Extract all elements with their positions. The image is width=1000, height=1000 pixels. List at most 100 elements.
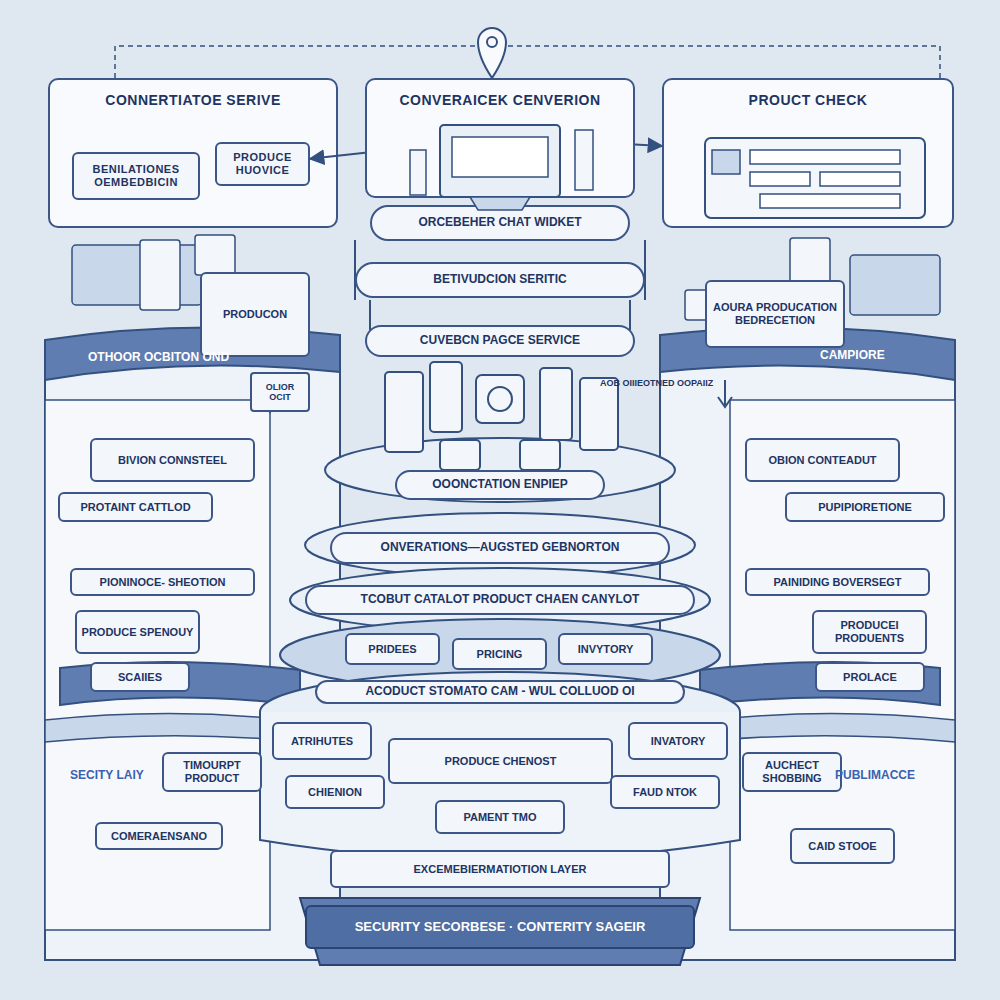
hub-icon [476,375,524,423]
node-text: PRODUCE HUOVICE [221,151,304,176]
process-box: PRODUCE SPENOUY [75,610,200,654]
process-box: PROTAINT CATTLOD [58,492,213,522]
blue-band [700,662,940,705]
side-structure [660,345,955,960]
node-text: COMERAENSANO [111,830,207,843]
process-box: OBION CONTEADUT [745,438,900,482]
service-panel: CONVERAICEK CENVERION [365,78,635,198]
layer-band: TCOBUT CATALOT PRODUCT CHAEN CANYLOT [305,585,695,615]
process-box: FAUD NTOK [610,775,720,809]
node-text: PUPIPIORETIONE [818,501,912,514]
node-text: OOONCTATION ENPIEP [432,478,568,492]
node-text: ONVERATIONS—AUGSTED GEBNORTON [381,541,620,555]
process-box: PAINIDING BOVERSEGT [745,568,930,596]
node-text: BIVION CONNSTEEL [118,454,227,467]
server-icon [520,440,560,470]
node-text: PIONINOCE- SHEOTION [100,576,226,589]
process-box: ATRIHUTES [272,722,372,760]
process-box: EXCEMEBIERMATIOTION LAYER [330,850,670,888]
cylinder-layer [290,568,710,632]
process-box: PRICING [452,638,547,670]
arrow-connector [635,145,662,146]
layer-band: BETIVUDCION SERITIC [355,262,645,298]
node-text: CONVERAICEK CENVERION [399,92,600,108]
arrow-connector [310,153,365,159]
base-block [300,898,700,965]
process-box: PROLACE [815,662,925,692]
node-text: ATRIHUTES [291,735,353,748]
node-text: BETIVUDCION SERITIC [433,273,566,287]
process-box: COMERAENSANO [95,822,223,850]
small-tag: OLIOR OCIT [250,372,310,412]
layer-band: ONVERATIONS—AUGSTED GEBNORTON [330,532,670,564]
location-pin [478,28,506,78]
node-text: SECURITY SECORBESE · CONTERITY SAGEIR [355,920,646,935]
cylinder-layer [325,438,675,502]
monitor-icon [440,125,560,197]
node-text: EXCEMEBIERMATIOTION LAYER [414,863,587,876]
server-icon [410,150,426,195]
monitor-stand [470,197,530,210]
dashed-line [508,46,940,78]
service-panel: CONNERTIATOE SERIVE BENILATIONES OEMBEDBI… [48,78,338,228]
node-text: ORCEBEHER CHAT WIDKET [418,216,581,230]
node-text: INVYTORY [578,643,634,656]
server-icon [540,368,572,440]
blue-band [60,662,300,705]
monitor-screen [452,137,548,177]
node-text: AOURA PRODUCATION BEDRECETION [711,301,839,326]
node-text: ACODUCT STOMATO CAM - WUL COLLUOD OI [365,685,634,699]
server-icon [385,372,423,452]
layer-band: OOONCTATION ENPIEP [395,470,605,500]
node-text: PRODUCEI PRODUENTS [818,619,921,644]
process-box: CAID STOOE [790,828,895,864]
free-label: SECITY LAIY [70,768,144,782]
process-box: INVYTORY [558,633,653,665]
server-box [195,235,235,275]
node-text: CUVEBCN PAGCE SERVICE [420,334,580,348]
node-text: PRODUCON [223,308,287,321]
node-text: PAMENT TMO [463,811,536,824]
process-box: PUPIPIORETIONE [785,492,945,522]
process-box: SCAIIES [90,662,190,692]
process-box: PRODUCE HUOVICE [215,142,310,186]
side-panel [45,400,270,930]
window-icon [712,150,740,174]
window-field [760,194,900,208]
node-text: PRICING [477,648,523,661]
product-box [72,245,202,305]
node-text: PRODUCE CHENOST [445,755,557,768]
node-text: TIMOURPT PRODUCT [168,759,256,784]
hub-icon [488,387,512,411]
side-panel [730,400,955,930]
window-field [820,172,900,186]
node-text: BENILATIONES OEMBEDBICIN [78,163,194,188]
process-box: PRODUCON [200,272,310,357]
service-panel: PROUCT CHECK [662,78,954,228]
process-box: PRODUCE CHENOST [388,738,613,784]
node-text: PRODUCE SPENOUY [82,626,194,639]
process-box: TIMOURPT PRODUCT [162,752,262,792]
node-text: AUCHECT SHOBBING [748,759,836,784]
server-box [140,240,180,310]
process-box: AOURA PRODUCATION BEDRECETION [705,280,845,348]
node-text: OLIOR OCIT [254,382,306,403]
process-box: PRIDEES [345,633,440,665]
side-structure [45,345,340,960]
node-text: CONNERTIATOE SERIVE [105,92,280,108]
node-text: CAID STOOE [808,840,876,853]
free-label: CAMPIORE [820,348,885,362]
process-box: BIVION CONNSTEEL [90,438,255,482]
down-arrow [718,380,732,407]
node-text: SCAIIES [118,671,162,684]
node-text: PAINIDING BOVERSEGT [773,576,901,589]
node-text: FAUD NTOK [633,786,697,799]
location-pin [487,37,497,47]
server-icon [580,378,618,450]
process-box: PRODUCEI PRODUENTS [812,610,927,654]
process-box: CHIENION [285,775,385,809]
node-text: OBION CONTEADUT [768,454,876,467]
layer-band: ORCEBEHER CHAT WIDKET [370,205,630,241]
node-text: PRIDEES [368,643,416,656]
